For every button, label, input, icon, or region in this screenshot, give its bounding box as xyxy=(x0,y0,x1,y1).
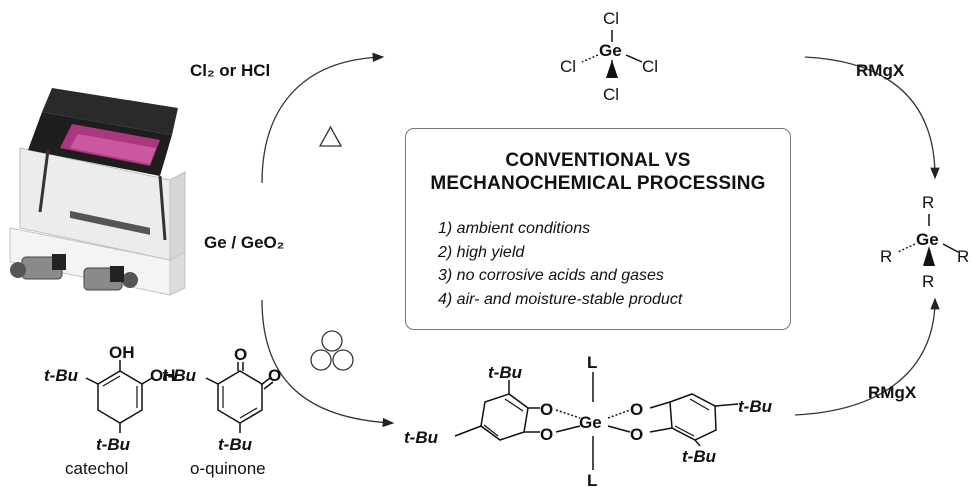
quinone-tbu-1: t-Bu xyxy=(162,366,197,385)
complex-o3: O xyxy=(630,400,643,419)
catechol-name: catechol xyxy=(65,459,128,478)
gecl4-cl-left: Cl xyxy=(560,57,576,76)
gecl4-cl-bottom: Cl xyxy=(603,85,619,104)
quinone-tbu-2: t-Bu xyxy=(218,435,253,454)
advantage-item: 1) ambient conditions xyxy=(438,220,591,237)
ger4-r-top: R xyxy=(922,193,934,212)
reagent-grignard-top: RMgX xyxy=(856,61,905,80)
quinone-name: o-quinone xyxy=(190,459,266,478)
box-title-line-1: CONVENTIONAL VS xyxy=(505,150,691,171)
catechol-structure xyxy=(85,360,153,433)
complex-l-bottom: L xyxy=(587,471,597,490)
germanium-complex-structure xyxy=(454,372,739,470)
gecl4-cl-top: Cl xyxy=(603,9,619,28)
gecl4-structure: Cl Ge Cl Cl Cl xyxy=(560,9,658,104)
arrow-grignard-bottom xyxy=(794,297,940,416)
gecl4-ge: Ge xyxy=(599,41,622,60)
catechol-tbu-1: t-Bu xyxy=(44,366,79,385)
reagent-grignard-bottom: RMgX xyxy=(868,383,917,402)
ger4-ge: Ge xyxy=(916,230,939,249)
gecl4-cl-right: Cl xyxy=(642,57,658,76)
complex-l-top: L xyxy=(587,353,597,372)
ball-mill-image xyxy=(9,88,186,296)
complex-ge: Ge xyxy=(579,413,602,432)
advantage-item: 4) air- and moisture-stable product xyxy=(438,290,683,308)
advantages-list: 1) ambient conditions 2) high yield 3) n… xyxy=(438,217,790,311)
box-title: CONVENTIONAL VS MECHANOCHEMICAL PROCESSI… xyxy=(406,149,790,195)
complex-o1: O xyxy=(540,400,553,419)
quinone-o-top: O xyxy=(234,345,247,364)
ger4-r-bottom: R xyxy=(922,272,934,291)
complex-tbu-1: t-Bu xyxy=(488,363,523,382)
quinone-o-right: O xyxy=(268,366,281,385)
catechol-tbu-2: t-Bu xyxy=(96,435,131,454)
arrow-grignard-top xyxy=(804,56,940,180)
ger4-r-right: R xyxy=(957,247,969,266)
advantage-item: 3) no corrosive acids and gases xyxy=(438,267,664,284)
ger4-r-left: R xyxy=(880,247,892,266)
start-material: Ge / GeO₂ xyxy=(204,233,284,252)
heat-triangle-icon xyxy=(318,125,343,147)
complex-o2: O xyxy=(540,425,553,444)
complex-tbu-4: t-Bu xyxy=(682,447,717,466)
quinone-structure xyxy=(205,362,274,433)
arrow-chlorination xyxy=(261,52,385,184)
reagent-chlorination: Cl₂ or HCl xyxy=(190,61,270,80)
complex-o4: O xyxy=(630,425,643,444)
arrow-mechanochemical xyxy=(261,299,395,428)
comparison-box: CONVENTIONAL VS MECHANOCHEMICAL PROCESSI… xyxy=(405,128,791,330)
complex-tbu-2: t-Bu xyxy=(404,428,439,447)
box-title-line-2: MECHANOCHEMICAL PROCESSING xyxy=(430,173,766,194)
complex-tbu-3: t-Bu xyxy=(738,397,773,416)
ball-mill-icon xyxy=(310,330,354,371)
catechol-oh-right: OH xyxy=(150,366,176,385)
advantage-item: 2) high yield xyxy=(438,243,525,261)
catechol-oh-top: OH xyxy=(109,343,135,362)
ger4-structure: R Ge R R R xyxy=(880,193,969,291)
